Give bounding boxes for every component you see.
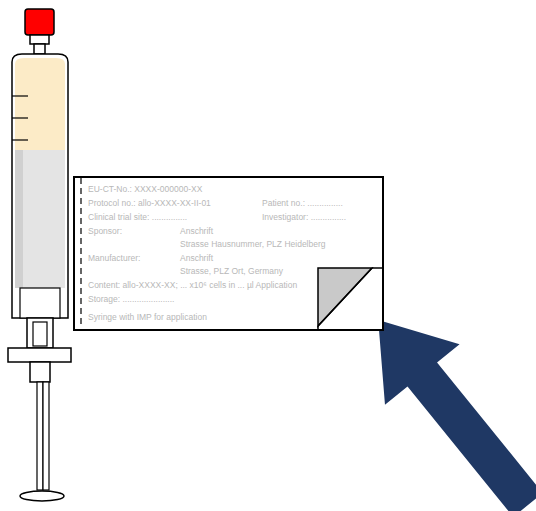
syringe-shadow	[15, 150, 23, 288]
syringe-cap-base	[30, 35, 49, 44]
syringe-barrel	[12, 54, 68, 318]
label-text: Storage: ......................	[88, 294, 174, 304]
label-text: Content: allo-XXXX-XX; ... x10⁶ cells in…	[88, 280, 297, 290]
label-text: Patient no.: ...............	[262, 198, 343, 208]
label-text: Sponsor:	[88, 226, 122, 236]
syringe-lower	[20, 288, 60, 318]
label-text: Strasse, PLZ Ort, Germany	[180, 266, 283, 276]
label-text: Manufacturer:	[88, 253, 140, 263]
plunger-rod	[37, 382, 43, 490]
label-text: Investigator: ...............	[262, 212, 346, 222]
plunger-thumb	[20, 491, 64, 501]
label-text: Strasse Hausnummer, PLZ Heidelberg	[180, 239, 326, 249]
syringe-cap	[25, 9, 54, 35]
syringe-grip	[27, 318, 53, 348]
syringe-nozzle	[34, 44, 45, 54]
label-text: Anschrift	[180, 226, 213, 236]
syringe-content	[15, 58, 65, 150]
label-text: Clinical trial site: ...............	[88, 212, 187, 222]
syringe-plunger-head	[15, 150, 65, 288]
label-text: Protocol no.: allo-XXXX-XX-II-01	[88, 198, 211, 208]
syringe-flange	[8, 348, 71, 362]
label-text: Anschrift	[180, 253, 213, 263]
syringe-label: EU-CT-No.: XXXX-000000-XX Protocol no.: a…	[73, 176, 384, 331]
label-text: EU-CT-No.: XXXX-000000-XX	[88, 184, 202, 194]
label-text: Syringe with IMP for application	[88, 312, 207, 322]
